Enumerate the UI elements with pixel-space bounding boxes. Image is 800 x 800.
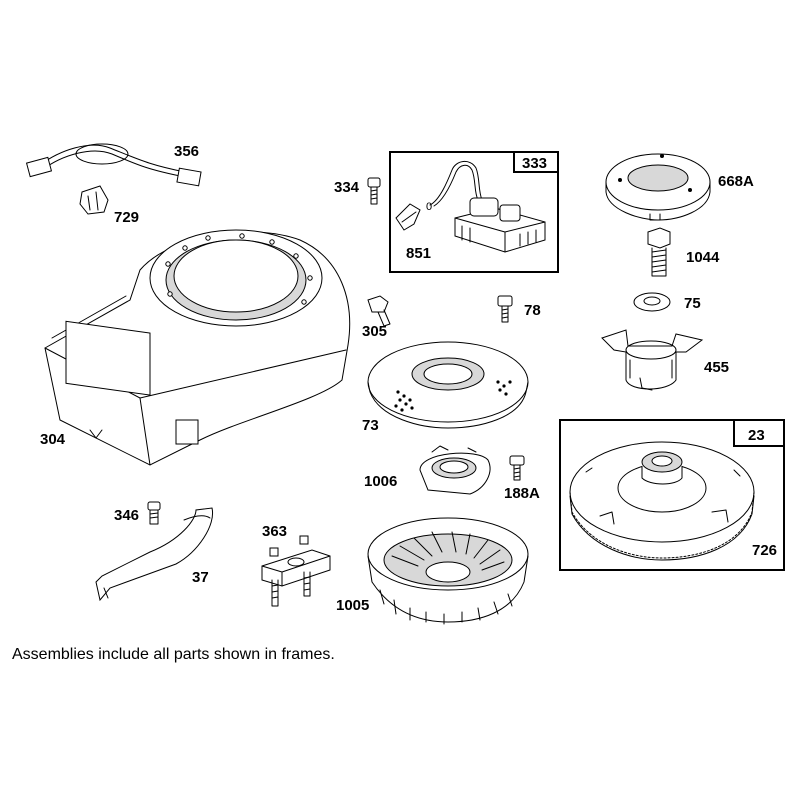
- part-851-spark-plug-boot: [395, 203, 421, 231]
- label-729: 729: [114, 209, 139, 226]
- part-1005-fan: [367, 517, 529, 625]
- label-305: 305: [362, 323, 387, 340]
- part-346-screw: [147, 501, 161, 525]
- part-73-rotating-screen: [367, 341, 529, 429]
- frame-333: [389, 151, 559, 273]
- label-356: 356: [174, 143, 199, 160]
- label-455: 455: [704, 359, 729, 376]
- label-73: 73: [362, 417, 379, 434]
- part-729-grommet: [79, 185, 109, 215]
- label-346: 346: [114, 507, 139, 524]
- part-726-flywheel: [569, 441, 755, 561]
- part-305-screw: [367, 295, 391, 327]
- label-37: 37: [192, 569, 209, 586]
- part-75-washer: [633, 292, 671, 312]
- label-23: 23: [748, 427, 765, 444]
- part-455-starter-cup: [601, 329, 704, 391]
- part-37-air-guide: [95, 507, 214, 602]
- label-1005: 1005: [336, 597, 369, 614]
- part-188a-screw: [509, 455, 525, 481]
- label-363: 363: [262, 523, 287, 540]
- assemblies-footnote: Assemblies include all parts shown in fr…: [12, 646, 335, 663]
- part-78-screw: [497, 295, 513, 323]
- label-78: 78: [524, 302, 541, 319]
- label-334: 334: [334, 179, 360, 196]
- label-1044: 1044: [686, 249, 720, 266]
- part-668a-plate: [605, 153, 711, 221]
- part-1006-ratchet: [419, 445, 491, 495]
- frame-23: [559, 419, 785, 571]
- part-304-blower-housing: [44, 229, 351, 466]
- label-726: 726: [752, 542, 777, 559]
- label-333: 333: [522, 155, 547, 172]
- part-1044-bolt: [647, 227, 671, 277]
- label-668a: 668A: [718, 173, 754, 190]
- part-333-ignition-armature: [429, 161, 546, 253]
- label-188a: 188A: [504, 485, 540, 502]
- label-1006: 1006: [364, 473, 397, 490]
- label-75: 75: [684, 295, 701, 312]
- label-851: 851: [406, 245, 431, 262]
- label-0: 0: [426, 201, 432, 213]
- part-334-screw: [367, 177, 381, 205]
- label-304: 304: [40, 431, 66, 448]
- part-356-wire-harness: [25, 143, 202, 187]
- part-363-bracket: [261, 535, 331, 607]
